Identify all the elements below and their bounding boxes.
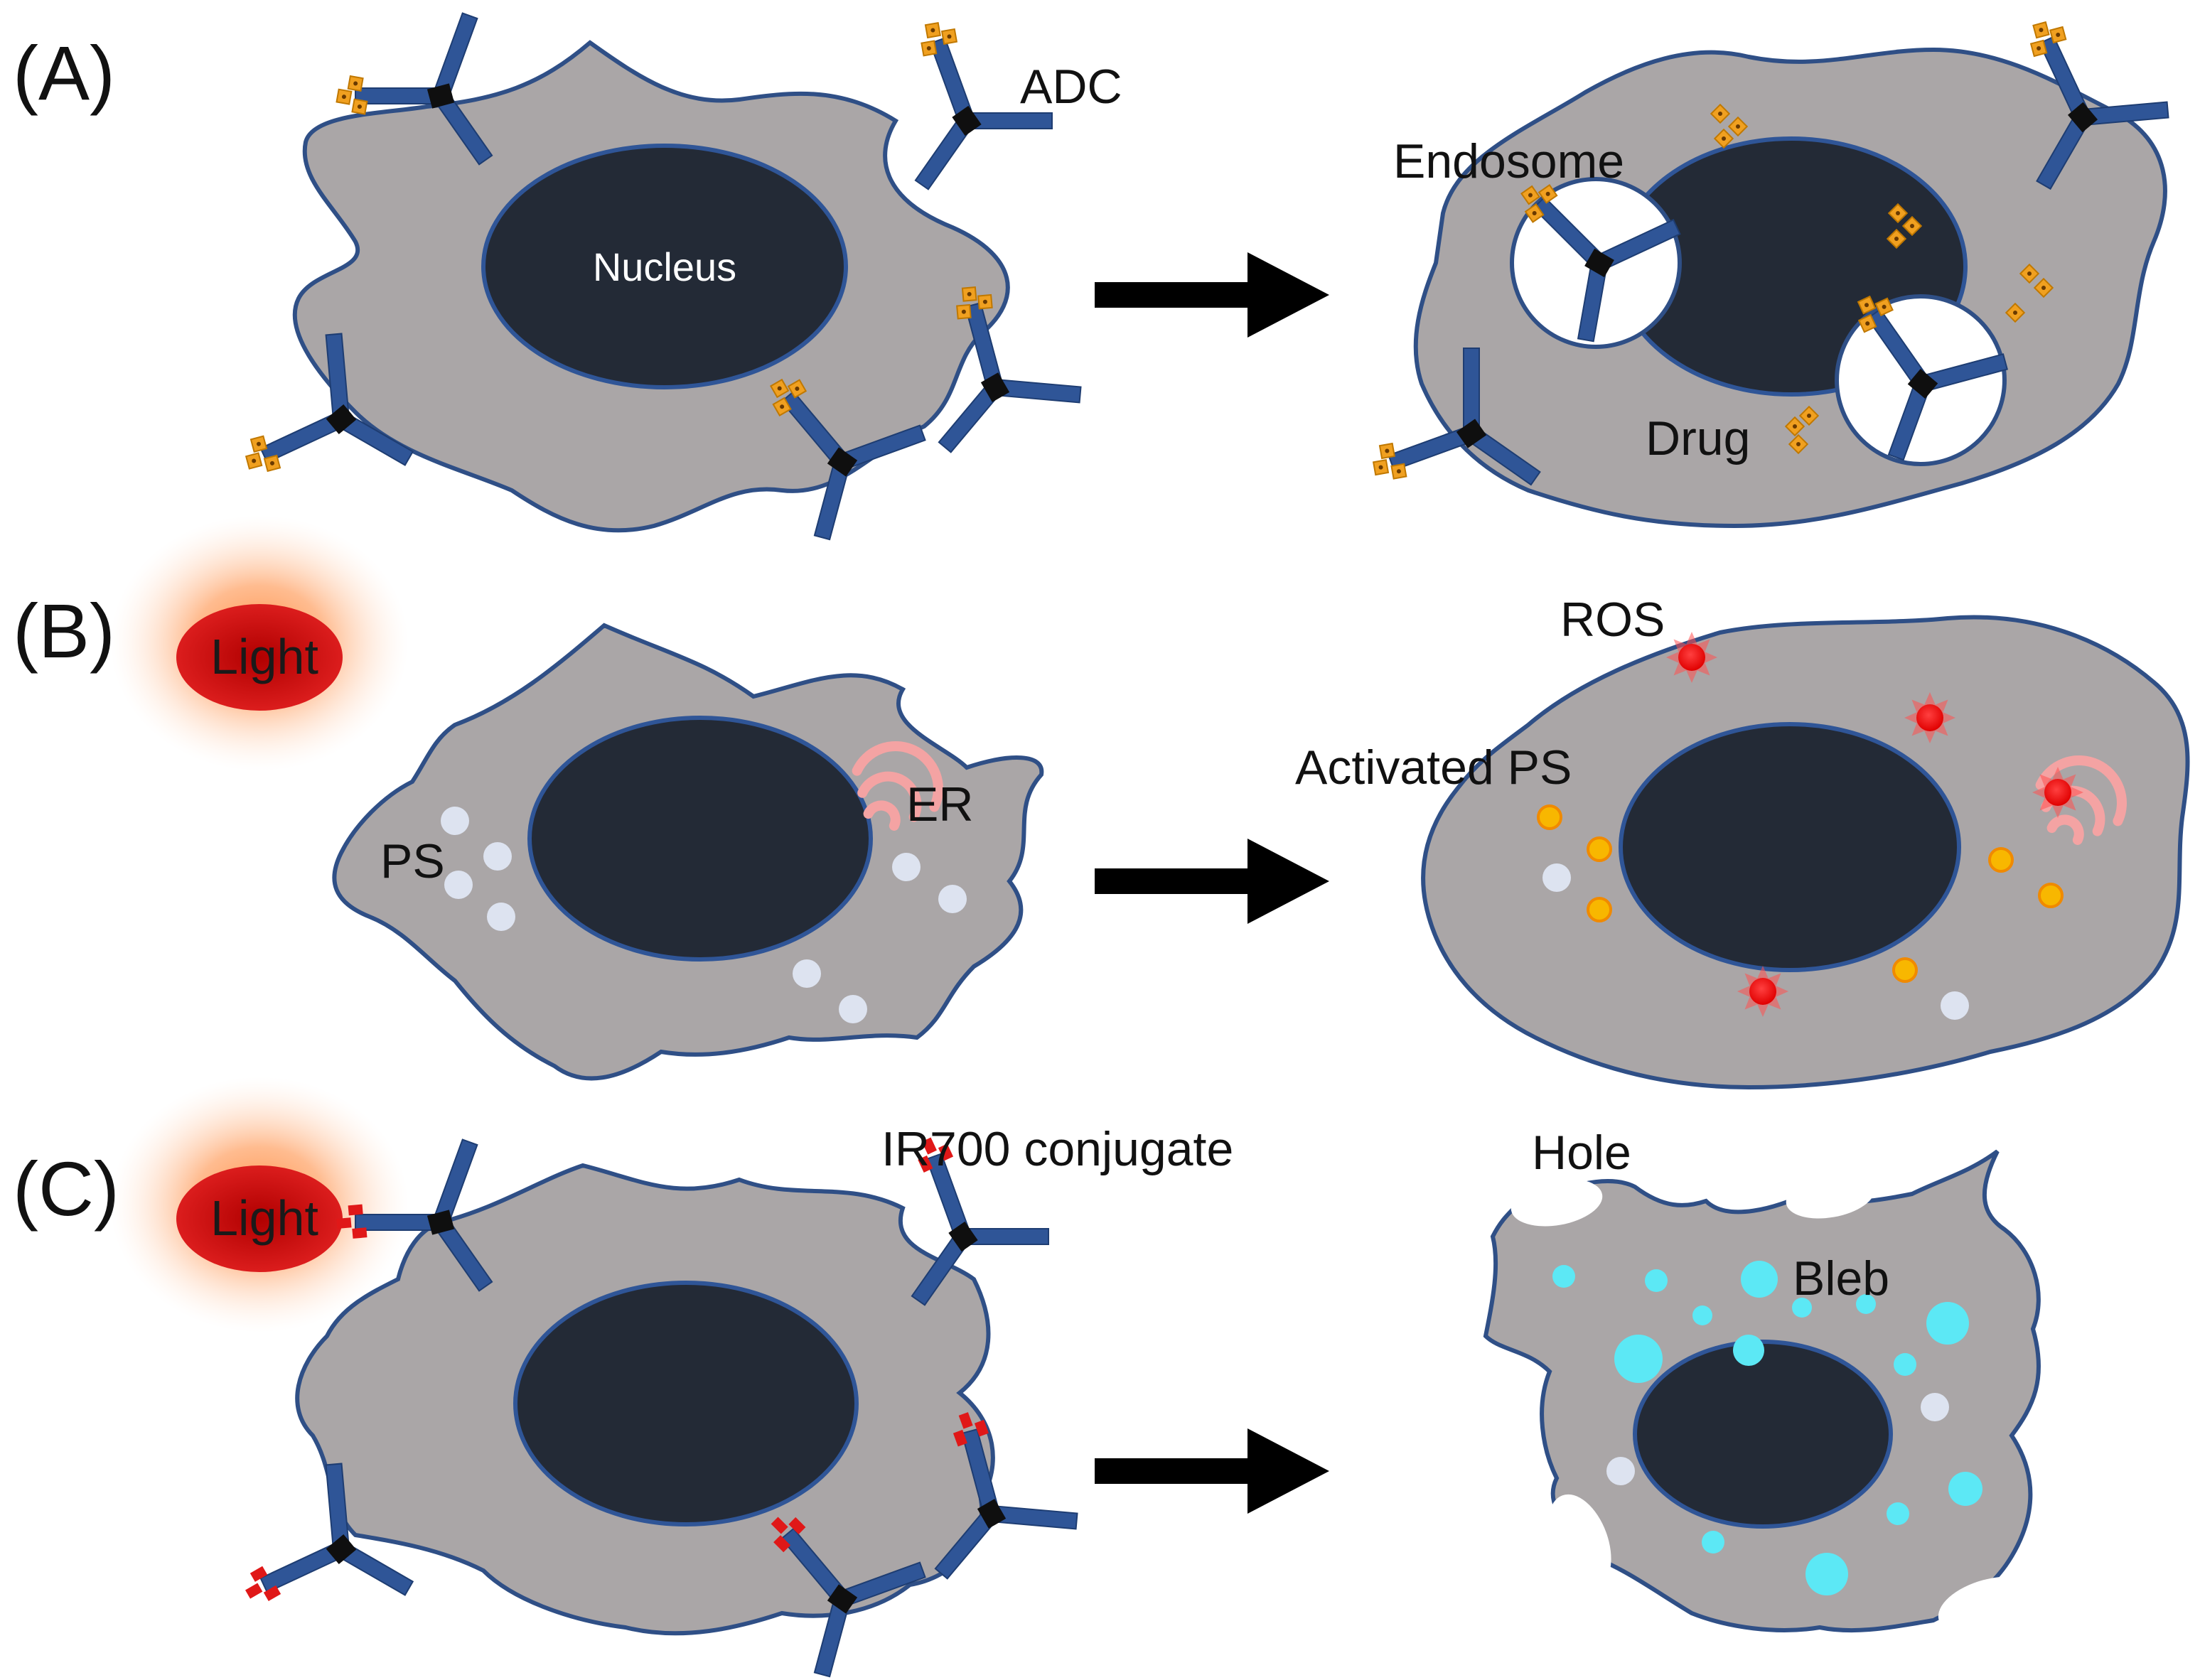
inactive-ps-dot xyxy=(1606,1457,1635,1485)
cell-b2 xyxy=(1423,617,2187,1087)
activated-ps-dot xyxy=(1588,898,1611,921)
ps-dot xyxy=(839,995,867,1023)
inactive-ps-dot xyxy=(1542,863,1571,892)
light-label: Light xyxy=(210,629,318,684)
bleb-dot xyxy=(1926,1302,1969,1345)
ir700-conjugate-label: IR700 conjugate xyxy=(881,1122,1233,1176)
ros-burst-icon xyxy=(1904,692,1955,743)
right-arrow-icon xyxy=(1095,839,1329,924)
activated-ps-dot xyxy=(1588,838,1611,861)
ros-label: ROS xyxy=(1560,593,1665,647)
activated-ps-label: Activated PS xyxy=(1295,741,1572,795)
nucleus xyxy=(1621,724,1959,970)
panel-c: (C) Light IR700 conjugate Hole Bleb xyxy=(13,1077,2049,1680)
ps-dot xyxy=(483,842,512,871)
bleb-dot xyxy=(1702,1531,1724,1554)
panel-c-label: (C) xyxy=(13,1146,119,1232)
bleb-dot xyxy=(1805,1553,1848,1595)
activated-ps-dot xyxy=(1538,806,1561,829)
activated-ps-dot xyxy=(1990,849,2012,871)
ps-dot xyxy=(441,807,469,835)
ps-dot xyxy=(892,853,921,881)
light-source-icon: Light xyxy=(110,515,409,771)
bleb-dot xyxy=(1887,1502,1909,1525)
inactive-ps-dot xyxy=(1941,991,1969,1020)
nucleus xyxy=(1635,1342,1891,1526)
panel-b: (B) Light PS ER xyxy=(13,515,2188,1087)
ros-burst-icon xyxy=(1666,632,1717,683)
hole-label: Hole xyxy=(1532,1126,1631,1180)
bleb-dot xyxy=(1645,1269,1668,1292)
ps-dot xyxy=(444,871,473,899)
adc-label: ADC xyxy=(1020,60,1122,114)
ros-burst-icon xyxy=(2032,767,2083,818)
bleb-label: Bleb xyxy=(1793,1251,1889,1305)
light-source-icon: Light xyxy=(110,1077,409,1332)
drug-label: Drug xyxy=(1646,411,1750,465)
right-arrow-icon xyxy=(1095,1428,1329,1514)
endosome-label: Endosome xyxy=(1393,134,1624,188)
bleb-dot xyxy=(1692,1305,1712,1325)
activated-ps-dot xyxy=(1894,959,1916,981)
ros-burst-icon xyxy=(1737,966,1788,1017)
ps-dot xyxy=(938,885,967,913)
ir700-dye-icon xyxy=(243,1579,265,1602)
panel-b-label: (B) xyxy=(13,588,115,674)
er-label: ER xyxy=(906,777,973,831)
panel-a-label: (A) xyxy=(13,30,115,116)
light-label: Light xyxy=(210,1190,318,1246)
bleb-dot xyxy=(1948,1472,1982,1506)
nucleus xyxy=(530,718,871,959)
bleb-dot xyxy=(1733,1335,1764,1366)
bleb-dot xyxy=(1741,1261,1778,1298)
nucleus-label: Nucleus xyxy=(593,244,736,289)
panel-a: (A) Nucleus ADC Endosome Drug xyxy=(13,0,2182,556)
inactive-ps-dot xyxy=(1921,1393,1949,1421)
right-arrow-icon xyxy=(1095,252,1329,338)
bleb-dot xyxy=(1552,1265,1575,1288)
nucleus xyxy=(515,1283,857,1524)
ps-dot xyxy=(793,959,821,988)
bleb-dot xyxy=(1894,1353,1916,1376)
ps-dot xyxy=(487,903,515,931)
ps-label: PS xyxy=(380,834,445,888)
bleb-dot xyxy=(1614,1335,1663,1383)
activated-ps-dot xyxy=(2039,884,2062,907)
